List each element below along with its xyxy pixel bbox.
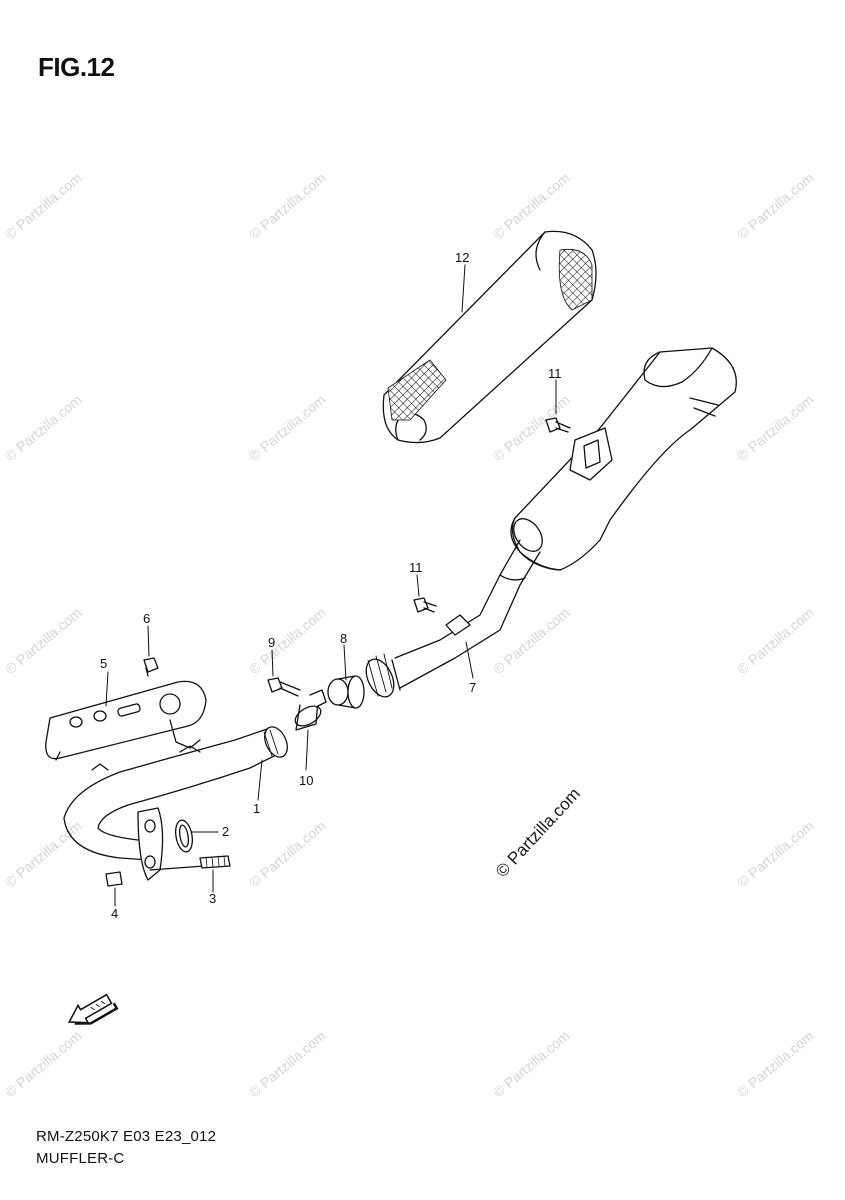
stud-part-3 bbox=[199, 855, 231, 869]
callout-12: 12 bbox=[455, 250, 469, 265]
bolt-part-11-upper bbox=[545, 417, 571, 433]
nut-part-4 bbox=[105, 871, 123, 887]
exhaust-pipe-part-1 bbox=[63, 726, 288, 881]
leader-lines bbox=[105, 264, 557, 907]
gasket-ring-part-2 bbox=[174, 819, 194, 853]
callout-9: 9 bbox=[268, 635, 275, 650]
callout-5: 5 bbox=[100, 656, 107, 671]
callout-numbers: 12 11 11 8 9 10 7 1 2 3 4 5 6 bbox=[100, 250, 562, 921]
diagram-code: RM-Z250K7 E03 E23_012 bbox=[36, 1128, 217, 1145]
leader-line-9 bbox=[271, 649, 274, 677]
callout-11-lower: 11 bbox=[409, 560, 423, 575]
callout-2: 2 bbox=[222, 824, 229, 839]
leader-line-7 bbox=[465, 641, 474, 679]
callout-8: 8 bbox=[340, 631, 347, 646]
callout-4: 4 bbox=[111, 906, 118, 921]
callout-11-upper: 11 bbox=[548, 366, 562, 381]
leader-line-5 bbox=[105, 671, 109, 707]
bolt-part-9 bbox=[267, 677, 301, 697]
leader-line-6 bbox=[147, 625, 150, 657]
muffler-part-7 bbox=[365, 347, 737, 698]
leader-line-10 bbox=[305, 729, 309, 771]
callout-3: 3 bbox=[209, 891, 216, 906]
leader-line-11-lower bbox=[416, 574, 420, 597]
leader-line-1 bbox=[257, 759, 263, 801]
gasket-part-8 bbox=[327, 675, 365, 709]
figure-title: FIG.12 bbox=[38, 52, 115, 82]
bolt-part-6 bbox=[143, 657, 159, 677]
protector-part-5 bbox=[45, 680, 207, 761]
leader-line-8 bbox=[343, 644, 347, 681]
callout-10: 10 bbox=[299, 773, 313, 788]
callout-1: 1 bbox=[253, 801, 260, 816]
heat-shield-part-12 bbox=[382, 230, 597, 444]
front-direction-arrow-icon bbox=[67, 993, 119, 1025]
leader-line-12 bbox=[461, 264, 466, 313]
diagram-name: MUFFLER-C bbox=[36, 1150, 125, 1167]
callout-6: 6 bbox=[143, 611, 150, 626]
clamp-part-10 bbox=[294, 689, 327, 731]
bolt-part-11-lower bbox=[413, 597, 437, 613]
callout-7: 7 bbox=[469, 680, 476, 695]
